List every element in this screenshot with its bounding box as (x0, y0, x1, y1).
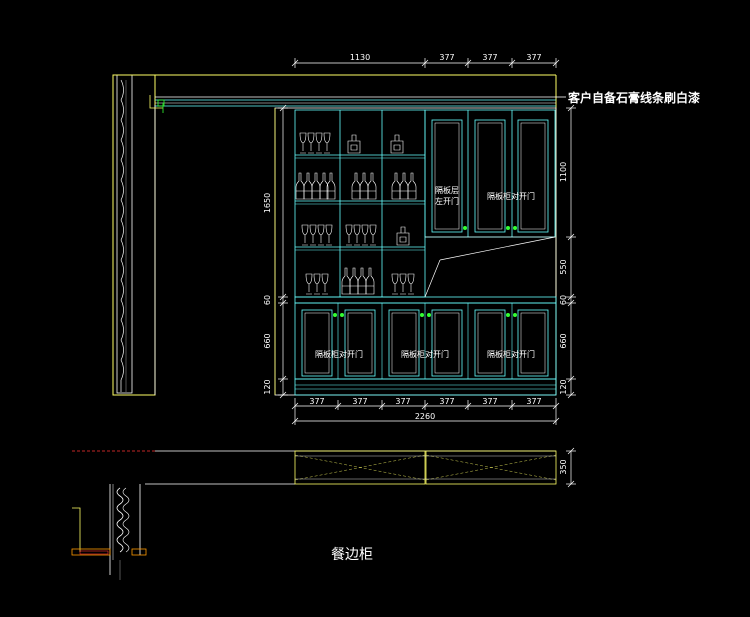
wine-glass-icon (407, 273, 415, 295)
wine-glass-icon (299, 132, 307, 154)
bottle-icon (359, 172, 369, 200)
wine-glass-icon (353, 224, 361, 246)
bottles-and-glasses (295, 132, 417, 295)
wine-glass-icon (361, 224, 369, 246)
bottle-icon (351, 172, 361, 200)
wine-glass-icon (399, 273, 407, 295)
label-double-door-lower-3: 隔板柜对开门 (487, 349, 535, 359)
curtain-box (116, 74, 133, 394)
left-wall (112, 74, 156, 396)
left-dimensions (278, 104, 288, 399)
bottle-icon (407, 172, 417, 200)
dim-left-lower: 660 (263, 333, 272, 348)
lower-door-handles (333, 313, 517, 317)
wall-outline (112, 74, 156, 396)
dim-left-base: 120 (263, 379, 272, 394)
plinth (294, 378, 557, 396)
dim-bottom-2: 377 (352, 397, 367, 406)
dim-top-3: 377 (482, 53, 497, 62)
wine-glass-icon (315, 132, 323, 154)
upper-door-panel-3 (517, 119, 549, 233)
dim-plan-depth: 350 (559, 459, 568, 474)
bottle-icon (365, 267, 375, 295)
right-dimensions (566, 104, 576, 399)
dim-right-mid-upper: 550 (559, 259, 568, 274)
bottle-icon (367, 172, 377, 200)
dim-bottom-5: 377 (482, 397, 497, 406)
wine-glass-icon (325, 224, 333, 246)
lower-door-panels (301, 303, 549, 379)
upper-door-panel-1-inner (434, 122, 460, 230)
liquor-box-icon (396, 226, 410, 246)
bottom-dimensions (291, 398, 560, 425)
plan-cabinet-2 (425, 450, 557, 485)
open-shelf-frame (294, 109, 426, 298)
upper-door-panel-1 (431, 119, 463, 233)
upper-door-panel-2 (474, 119, 506, 233)
counter-top (294, 296, 557, 304)
dim-top-2: 377 (439, 53, 454, 62)
plan-view (71, 447, 576, 580)
top-dimensions (291, 58, 560, 68)
bottle-icon (311, 172, 321, 200)
bottle-icon (303, 172, 313, 200)
curtain-wave (120, 79, 124, 392)
wine-glass-icon (323, 132, 331, 154)
molding-note: 客户自备石膏线条刷白漆 (567, 90, 700, 105)
handle-upper-2 (506, 226, 510, 230)
bottle-icon (295, 172, 305, 200)
wine-glass-icon (391, 273, 399, 295)
dim-left-mid: 60 (263, 295, 272, 305)
dim-bottom-6: 377 (526, 397, 541, 406)
bottle-icon (349, 267, 359, 295)
dim-right-mid: 60 (559, 295, 568, 305)
upper-door-panel-3-inner (520, 122, 546, 230)
wine-glass-icon (321, 273, 329, 295)
cabinet-body (274, 107, 557, 396)
wine-glass-icon (313, 273, 321, 295)
plan-cabinet-1 (294, 450, 426, 485)
wine-glass-icon (307, 132, 315, 154)
wine-glass-icon (345, 224, 353, 246)
wine-glass-icon (309, 224, 317, 246)
niche-slant-2 (424, 259, 441, 298)
wine-glass-icon (317, 224, 325, 246)
dim-top-4: 377 (526, 53, 541, 62)
label-double-door-lower-2: 隔板柜对开门 (401, 349, 449, 359)
dim-right-lower: 660 (559, 333, 568, 348)
dim-bottom-3: 377 (395, 397, 410, 406)
wine-glass-icon (305, 273, 313, 295)
label-double-door-upper: 隔板柜对开门 (487, 191, 535, 201)
molding-marker (157, 99, 165, 107)
liquor-box-icon (347, 134, 361, 154)
dim-bottom-1: 377 (309, 397, 324, 406)
label-left-door-upper-2: 左开门 (435, 196, 459, 206)
handle-upper-1 (463, 226, 467, 230)
molding-corner (149, 95, 163, 109)
bottle-icon (326, 172, 336, 200)
liquor-box-icon (390, 134, 404, 154)
bottle-icon (399, 172, 409, 200)
wine-glass-icon (369, 224, 377, 246)
dim-right-upper: 1100 (559, 162, 568, 182)
dim-right-base: 120 (559, 379, 568, 394)
upper-door-panel-2-inner (477, 122, 503, 230)
handle-upper-3 (513, 226, 517, 230)
dim-bottom-4: 377 (439, 397, 454, 406)
dim-top-1: 1130 (350, 53, 370, 62)
bottle-icon (357, 267, 367, 295)
drawing-title: 餐边柜 (331, 547, 373, 563)
dim-left-upper: 1650 (263, 193, 272, 213)
dim-total-width: 2260 (415, 412, 435, 421)
bottle-icon (341, 267, 351, 295)
upper-door-frame (424, 109, 556, 238)
wine-glass-icon (301, 224, 309, 246)
niche-slant (439, 236, 556, 261)
label-left-door-upper-1: 隔板层 (435, 185, 459, 195)
label-double-door-lower-1: 隔板柜对开门 (315, 349, 363, 359)
bottle-icon (391, 172, 401, 200)
